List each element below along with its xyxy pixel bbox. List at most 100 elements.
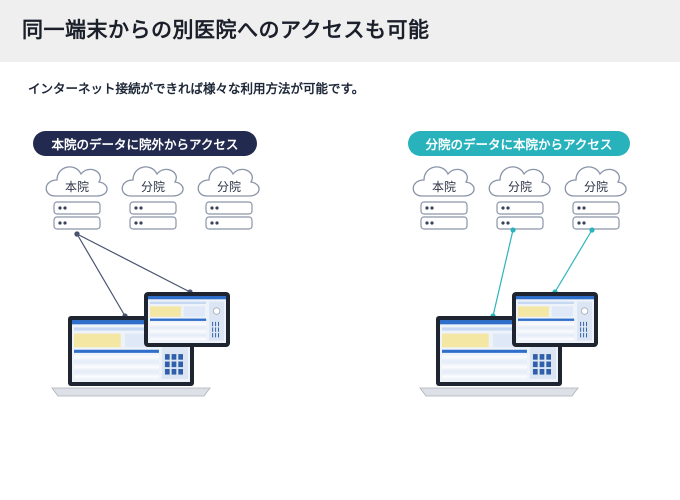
app-keypad-key [532, 354, 538, 360]
server-icon [572, 201, 620, 230]
app-keypad-key [164, 354, 170, 360]
server-led [134, 221, 138, 225]
app-keypad-key [580, 333, 582, 338]
app-highlight [442, 333, 489, 348]
cloud-icon: 分院 [197, 166, 260, 197]
app-row [150, 322, 207, 326]
server-unit [205, 201, 253, 215]
app-keypad-key [218, 327, 219, 332]
server-led [215, 221, 219, 225]
cloud-label: 本院 [65, 180, 89, 194]
server-led [210, 206, 214, 210]
app-titlebar [72, 320, 190, 325]
app-row [150, 330, 207, 333]
cloud-label: 分院 [217, 180, 241, 194]
app-keypad-key [583, 321, 585, 327]
app-highlight [518, 306, 549, 317]
server-unit [420, 201, 468, 215]
cloud-label: 分院 [141, 180, 165, 194]
app-row [150, 334, 207, 337]
app-titlebar [516, 296, 594, 300]
app-row [74, 370, 159, 374]
app-keypad-key [532, 368, 538, 375]
app-keypad-key [586, 333, 587, 338]
app-dial-icon [580, 307, 589, 315]
cloud-icon: 本院 [45, 166, 108, 197]
app-row [442, 360, 527, 364]
app-row [518, 322, 575, 326]
server-led [425, 221, 429, 225]
app-keypad-key [583, 333, 585, 338]
app-row [150, 326, 207, 329]
app-keypad-key [164, 368, 170, 375]
server-led [58, 221, 62, 225]
app-row [518, 326, 575, 329]
app-keypad-key [171, 368, 177, 375]
app-bar [74, 349, 159, 353]
app-keypad-key [218, 333, 219, 338]
app-row [150, 301, 207, 304]
cloud-label: 本院 [432, 180, 456, 194]
connection-dot [589, 227, 595, 233]
server-led [425, 206, 429, 210]
app-keypad-key [546, 368, 551, 375]
cloud-icon: 分院 [564, 166, 627, 197]
app-row [518, 330, 575, 333]
left-badge: 本院のデータに院外からアクセス [33, 131, 257, 156]
app-keypad-key [164, 361, 170, 368]
header-bar [0, 0, 680, 62]
app-keypad-key [212, 327, 214, 332]
tablet-icon [144, 292, 230, 347]
laptop-base [419, 387, 579, 397]
page-title: 同一端末からの別医院へのアクセスも可能 [22, 18, 430, 42]
app-row [74, 375, 159, 379]
server-unit [572, 201, 620, 215]
server-icon [129, 201, 177, 230]
app-row [74, 327, 159, 331]
app-row [442, 375, 527, 379]
app-keypad-key [546, 361, 551, 368]
server-led [577, 206, 581, 210]
app-row [442, 370, 527, 374]
connection-line [492, 229, 514, 317]
connection-dot [510, 227, 516, 233]
app-keypad-key [218, 321, 219, 327]
connection-dot [74, 231, 80, 237]
app-keypad-key [580, 327, 582, 332]
app-keypad-key [215, 333, 217, 338]
app-keypad-key [583, 327, 585, 332]
server-unit [496, 216, 544, 230]
app-keypad-key [539, 368, 545, 375]
server-unit [496, 201, 544, 215]
cloud-shape [564, 166, 627, 197]
server-led [501, 221, 505, 225]
app-keypad-key [586, 321, 587, 327]
app-keypad-key [586, 327, 587, 332]
server-led [210, 221, 214, 225]
app-bar [150, 318, 207, 321]
server-led [577, 221, 581, 225]
app-keypad-key [215, 321, 217, 327]
server-led [63, 206, 67, 210]
cloud-label: 分院 [584, 180, 608, 194]
cloud-icon: 本院 [412, 166, 475, 197]
app-row [442, 365, 527, 369]
server-led [139, 221, 143, 225]
server-icon [420, 201, 468, 230]
cloud-shape [121, 166, 184, 197]
server-led [430, 206, 434, 210]
app-row [442, 327, 527, 331]
app-row [150, 337, 207, 341]
app-titlebar [440, 320, 558, 325]
app-row [518, 301, 575, 304]
server-icon [53, 201, 101, 230]
server-unit [129, 216, 177, 230]
server-unit [420, 216, 468, 230]
laptop-base [51, 387, 211, 397]
server-led [215, 206, 219, 210]
app-keypad-key [580, 321, 582, 327]
server-led [506, 221, 510, 225]
cloud-icon: 分院 [488, 166, 551, 197]
app-keypad-key [215, 327, 217, 332]
app-titlebar [148, 296, 226, 300]
